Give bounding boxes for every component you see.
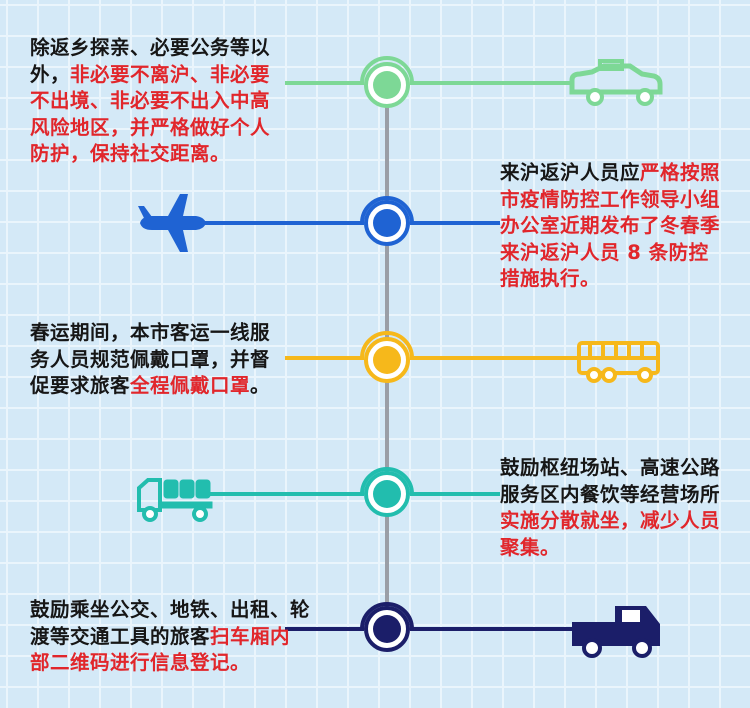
text-highlight: 严格按照市疫情防控工作领导小组办公室近期发布了冬春季来沪返沪人员 8 条防控措施…: [500, 161, 721, 290]
timeline-node-3: [285, 331, 580, 383]
timeline-node-5: [285, 602, 575, 652]
airplane-icon: [138, 194, 206, 252]
text-highlight: 全程佩戴口罩: [130, 374, 251, 397]
taxi-icon: [569, 59, 663, 106]
item-3-text: 春运期间，本市客运一线服务人员规范佩戴口罩，并督促要求旅客全程佩戴口罩。: [30, 320, 288, 400]
item-5-text: 鼓励乘坐公交、地铁、出租、轮渡等交通工具的旅客扫车厢内部二维码进行信息登记。: [30, 597, 310, 677]
timeline-node-1: [285, 56, 570, 108]
text-plain: 春运期间，本市客运一线服务人员规范佩戴口罩，并督促要求旅客: [30, 321, 271, 397]
item-4-text: 鼓励枢纽场站、高速公路服务区内餐饮等经营场所实施分散就坐，减少人员聚集。: [500, 455, 728, 561]
bus-icon: [577, 341, 660, 383]
text-highlight: 非必要不离沪、非必要不出境、非必要不出入中高风险地区，并严格做好个人防护，保持社…: [30, 62, 271, 166]
timeline-node-4: [210, 467, 500, 517]
text-plain: 。: [250, 374, 271, 397]
text-highlight: 扫车厢内部二维码进行信息登记。: [30, 624, 291, 675]
timeline-node-2: [200, 196, 500, 246]
truck-icon: [137, 478, 213, 522]
text-plain: 鼓励乘坐公交、地铁、出租、轮渡等交通工具的旅客: [30, 598, 311, 648]
text-plain: 来沪返沪人员应: [500, 161, 641, 184]
text-highlight: 实施分散就坐，减少人员聚集。: [500, 509, 721, 559]
text-plain: 除返乡探亲、必要公务等以外，: [30, 36, 271, 86]
text-plain: 鼓励枢纽场站、高速公路服务区内餐饮等经营场所: [500, 456, 721, 506]
item-1-text: 除返乡探亲、必要公务等以外，非必要不离沪、非必要不出境、非必要不出入中高风险地区…: [30, 35, 288, 168]
item-2-text: 来沪返沪人员应严格按照市疫情防控工作领导小组办公室近期发布了冬春季来沪返沪人员 …: [500, 160, 728, 293]
pickup-truck-icon: [572, 606, 660, 658]
